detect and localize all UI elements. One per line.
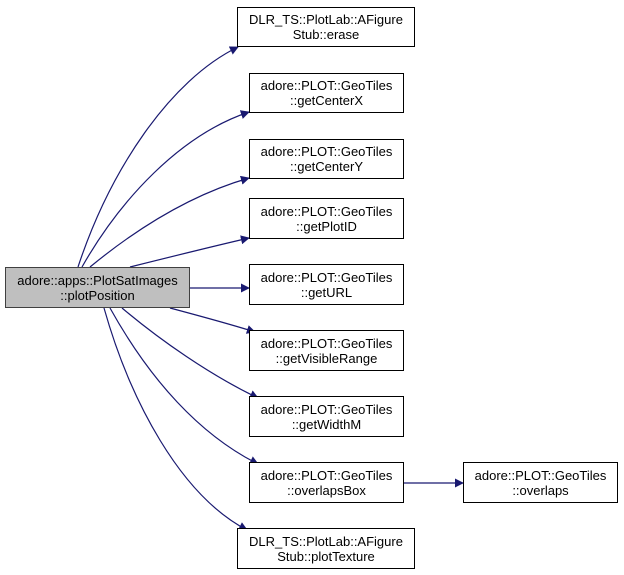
edge-plotPosition-overlapsBox xyxy=(109,307,259,465)
node-label-line2: ::overlaps xyxy=(512,482,569,498)
node-label-line1: adore::PLOT::GeoTiles xyxy=(260,269,393,285)
node-label-line1: adore::PLOT::GeoTiles xyxy=(474,467,607,483)
node-label-line2: ::getWidthM xyxy=(291,416,362,432)
node-label-line1: DLR_TS::PlotLab::AFigure xyxy=(249,12,403,27)
node-label-line1: DLR_TS::PlotLab::AFigure xyxy=(249,533,403,549)
node-label-line1: adore::PLOT::GeoTiles xyxy=(260,467,393,483)
node-label-line2: ::plotPosition xyxy=(60,287,135,303)
node-getVisibleRange[interactable]: adore::PLOT::GeoTiles ::getVisibleRange xyxy=(249,330,404,371)
node-label-line1: adore::PLOT::GeoTiles xyxy=(260,335,393,351)
node-label-line2: ::getURL xyxy=(300,284,353,300)
edge-plotPosition-plotTexture xyxy=(103,307,248,531)
node-label-line2: ::getCenterY xyxy=(290,159,363,174)
edge-plotPosition-getVisibleRange xyxy=(169,307,256,334)
node-getURL[interactable]: adore::PLOT::GeoTiles ::getURL xyxy=(249,264,404,305)
node-label-line2: ::getCenterX xyxy=(290,93,363,108)
node-label-line2: ::getVisibleRange xyxy=(275,350,378,366)
edge-plotPosition-erase xyxy=(77,46,239,268)
node-label-line1: adore::PLOT::GeoTiles xyxy=(260,401,393,417)
edge-plotPosition-getCenterX xyxy=(81,110,250,268)
node-label-line2: ::getPlotID xyxy=(296,218,357,234)
node-getPlotID[interactable]: adore::PLOT::GeoTiles ::getPlotID xyxy=(249,198,404,239)
node-label-line1: adore::PLOT::GeoTiles xyxy=(260,203,393,219)
node-getWidthM[interactable]: adore::PLOT::GeoTiles ::getWidthM xyxy=(249,396,404,437)
node-label-line1: adore::apps::PlotSatImages xyxy=(17,272,178,288)
node-plotTexture[interactable]: DLR_TS::PlotLab::AFigure Stub::plotTextu… xyxy=(237,528,415,569)
node-overlapsBox[interactable]: adore::PLOT::GeoTiles ::overlapsBox xyxy=(249,462,404,503)
node-root-plotPosition: adore::apps::PlotSatImages ::plotPositio… xyxy=(5,267,190,308)
node-label-line1: adore::PLOT::GeoTiles xyxy=(260,144,393,159)
node-label-line2: ::overlapsBox xyxy=(287,482,366,498)
node-getCenterX[interactable]: adore::PLOT::GeoTiles ::getCenterX xyxy=(249,73,404,113)
node-erase[interactable]: DLR_TS::PlotLab::AFigure Stub::erase xyxy=(237,7,415,47)
node-label-line2: Stub::plotTexture xyxy=(277,548,375,564)
node-label-line2: Stub::erase xyxy=(292,27,360,42)
edge-plotPosition-getPlotID xyxy=(129,235,250,268)
node-overlaps[interactable]: adore::PLOT::GeoTiles ::overlaps xyxy=(463,462,618,503)
edge-plotPosition-getCenterY xyxy=(89,175,250,268)
node-label-line1: adore::PLOT::GeoTiles xyxy=(260,78,393,93)
edge-plotPosition-getWidthM xyxy=(121,307,259,399)
node-getCenterY[interactable]: adore::PLOT::GeoTiles ::getCenterY xyxy=(249,139,404,179)
